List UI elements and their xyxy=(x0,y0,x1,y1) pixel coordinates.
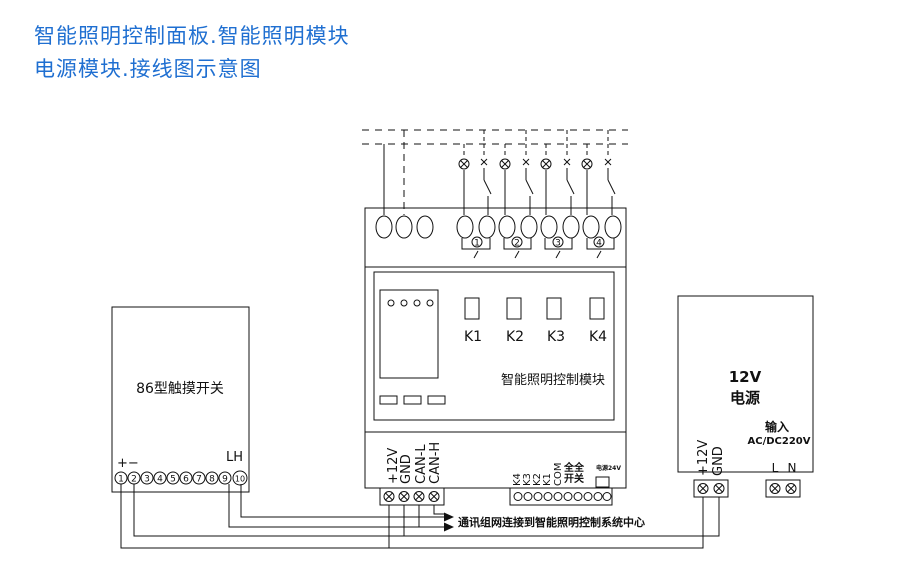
switch-terminal-10: 10 xyxy=(235,475,245,484)
module-relay-labels: K4 K3 K2 K1 COM xyxy=(512,463,564,486)
power-output-gnd: GND xyxy=(711,446,726,476)
switch-lh-label: LH xyxy=(226,450,243,465)
all-on-off-top: 全全 xyxy=(563,461,585,474)
circuit-number-3: 3 xyxy=(555,239,561,249)
switch-terminal-2: 2 xyxy=(131,475,137,485)
module-terminal-com: COM xyxy=(553,463,564,486)
module-terminal-k1: K1 xyxy=(542,473,553,486)
power-output-12v: +12V xyxy=(696,440,711,476)
key-label-k2: K2 xyxy=(506,329,524,345)
key-label-k1: K1 xyxy=(464,329,482,345)
circuit-number-2: 2 xyxy=(514,239,520,249)
switch-terminal-6: 6 xyxy=(183,475,189,485)
switch-terminal-9: 9 xyxy=(222,475,228,485)
module-terminal-12v: +12V xyxy=(386,448,401,484)
power-input-spec: AC/DC220V xyxy=(748,436,811,447)
switch-polarity-label: +− xyxy=(117,456,139,471)
module-power-can-labels: +12V GND CAN-L CAN-H xyxy=(386,442,443,484)
power-24v-label: 电源24V xyxy=(596,464,621,472)
all-on-off-labels: 全全 开关 xyxy=(563,461,585,485)
all-on-off-bottom: 开关 xyxy=(564,472,584,485)
key-label-k4: K4 xyxy=(589,329,607,345)
key-k3-button xyxy=(546,297,562,320)
key-labels: K1 K2 K3 K4 xyxy=(464,329,607,345)
key-k1-button xyxy=(464,297,480,320)
switch-terminals: 1 2 3 4 5 6 7 8 9 10 xyxy=(114,470,248,486)
power-input-label: 输入 xyxy=(765,419,789,434)
page-title: 智能照明控制面板.智能照明模块 xyxy=(34,24,350,48)
switch-terminal-3: 3 xyxy=(144,475,150,485)
circuit-number-labels: 1 2 3 4 xyxy=(474,239,602,249)
network-arrows xyxy=(444,512,454,532)
switch-terminal-8: 8 xyxy=(209,475,215,485)
circuit-number-1: 1 xyxy=(474,239,480,249)
touch-switch-panel xyxy=(111,306,250,493)
load-circuits xyxy=(458,130,616,215)
wiring-lines xyxy=(120,484,720,549)
network-note: 通讯组网连接到智能照明控制系统中心 xyxy=(458,515,645,529)
module-terminal-k4: K4 xyxy=(512,473,523,486)
power-name-label: 电源 xyxy=(730,389,760,407)
bus-drops xyxy=(383,130,405,215)
module-terminal-k2: K2 xyxy=(532,473,543,486)
key-k4-button xyxy=(589,297,605,320)
module-terminal-k3: K3 xyxy=(522,473,533,486)
power-input-n: N xyxy=(788,461,797,475)
module-terminal-can-h: CAN-H xyxy=(428,442,443,484)
power-supply-box xyxy=(677,295,814,498)
switch-panel-name: 86型触摸开关 xyxy=(136,381,224,397)
power-voltage-label: 12V xyxy=(729,368,762,386)
page-subtitle: 电源模块.接线图示意图 xyxy=(34,57,262,81)
lighting-module xyxy=(364,207,627,506)
mains-bus xyxy=(362,129,628,145)
module-terminal-can-l: CAN-L xyxy=(414,444,429,484)
key-label-k3: K3 xyxy=(547,329,565,345)
switch-terminal-1: 1 xyxy=(118,475,124,485)
circuit-number-4: 4 xyxy=(596,239,602,249)
switch-terminal-7: 7 xyxy=(196,475,202,485)
switch-terminal-5: 5 xyxy=(170,475,176,485)
module-terminal-gnd: GND xyxy=(399,454,414,484)
power-input-l: L xyxy=(772,461,779,475)
key-k2-button xyxy=(506,297,522,320)
switch-terminal-4: 4 xyxy=(157,475,163,485)
module-name: 智能照明控制模块 xyxy=(501,373,605,388)
